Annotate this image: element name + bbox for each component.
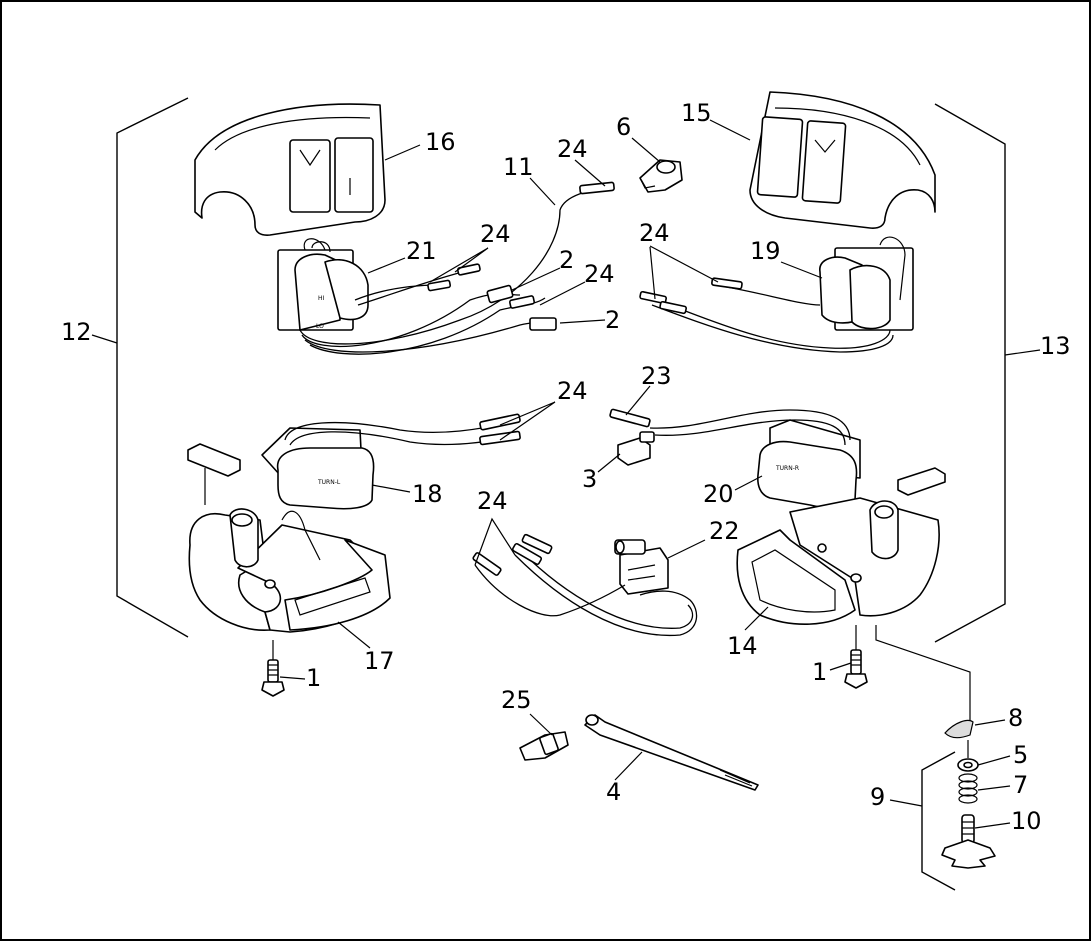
label-12: 12 <box>61 318 92 346</box>
label-9: 9 <box>870 783 885 811</box>
bracket-12 <box>116 97 189 638</box>
connector-22 <box>614 539 669 595</box>
label-14: 14 <box>727 632 758 660</box>
label-15: 15 <box>681 99 712 127</box>
connector-25 <box>519 731 569 761</box>
label-20: 20 <box>703 480 734 508</box>
label-1-right: 1 <box>812 658 827 686</box>
right-upper-wires <box>639 277 894 353</box>
wire-clip <box>639 159 683 193</box>
cable-strap <box>584 714 759 791</box>
right-lower-switch: TURN-R <box>757 419 861 509</box>
label-21: 21 <box>406 237 437 265</box>
label-19: 19 <box>750 237 781 265</box>
turn-r-text: TURN-R <box>775 465 799 472</box>
right-clip-block <box>897 467 946 496</box>
label-1-left: 1 <box>306 664 321 692</box>
label-11: 11 <box>503 153 534 181</box>
screw-left <box>261 659 285 697</box>
plunger-10 <box>941 814 996 869</box>
label-4: 4 <box>606 778 621 806</box>
label-24-middle: 24 <box>584 260 615 288</box>
right-lower-wires <box>609 408 851 446</box>
left-housing-cover <box>194 103 386 236</box>
svg-text:LO: LO <box>316 323 324 330</box>
part-labels: 16 15 6 24 11 24 24 19 21 2 24 2 12 13 2… <box>61 99 1071 835</box>
left-lower-housing <box>188 508 391 633</box>
label-22: 22 <box>709 517 740 545</box>
label-17: 17 <box>364 647 395 675</box>
label-10: 10 <box>1011 807 1042 835</box>
right-upper-switch <box>819 236 914 331</box>
screw-right <box>844 649 868 689</box>
spring-7 <box>958 773 978 804</box>
label-2-upper: 2 <box>559 246 574 274</box>
pad-8 <box>944 719 974 739</box>
label-8: 8 <box>1008 704 1023 732</box>
svg-text:HI: HI <box>318 295 325 302</box>
left-lower-switch: TURN-L <box>261 427 375 510</box>
leader-lines <box>91 119 1041 829</box>
turn-l-text: TURN-L <box>317 479 341 486</box>
label-25: 25 <box>501 686 532 714</box>
label-23: 23 <box>641 362 672 390</box>
label-6: 6 <box>616 113 631 141</box>
right-lower-housing <box>736 497 940 625</box>
label-2-lower: 2 <box>605 306 620 334</box>
left-upper-wires <box>299 181 615 355</box>
left-lower-wires <box>284 413 521 446</box>
bracket-13 <box>934 103 1006 643</box>
label-3: 3 <box>582 465 597 493</box>
label-24-top: 24 <box>557 135 588 163</box>
washer-5 <box>957 758 979 772</box>
connector-3 <box>617 431 655 466</box>
label-24-left-upper: 24 <box>480 220 511 248</box>
label-13: 13 <box>1040 332 1071 360</box>
label-24-left-lower: 24 <box>557 377 588 405</box>
left-upper-switch: HI LO <box>277 238 369 331</box>
label-16: 16 <box>425 128 456 156</box>
label-24-connector: 24 <box>477 487 508 515</box>
label-7: 7 <box>1013 771 1028 799</box>
label-24-right-upper: 24 <box>639 219 670 247</box>
bracket-9 <box>921 751 956 891</box>
right-housing-cover <box>749 91 936 229</box>
label-5: 5 <box>1013 741 1028 769</box>
label-18: 18 <box>412 480 443 508</box>
connector-22-wires <box>472 533 698 637</box>
left-clip-block <box>187 443 241 477</box>
